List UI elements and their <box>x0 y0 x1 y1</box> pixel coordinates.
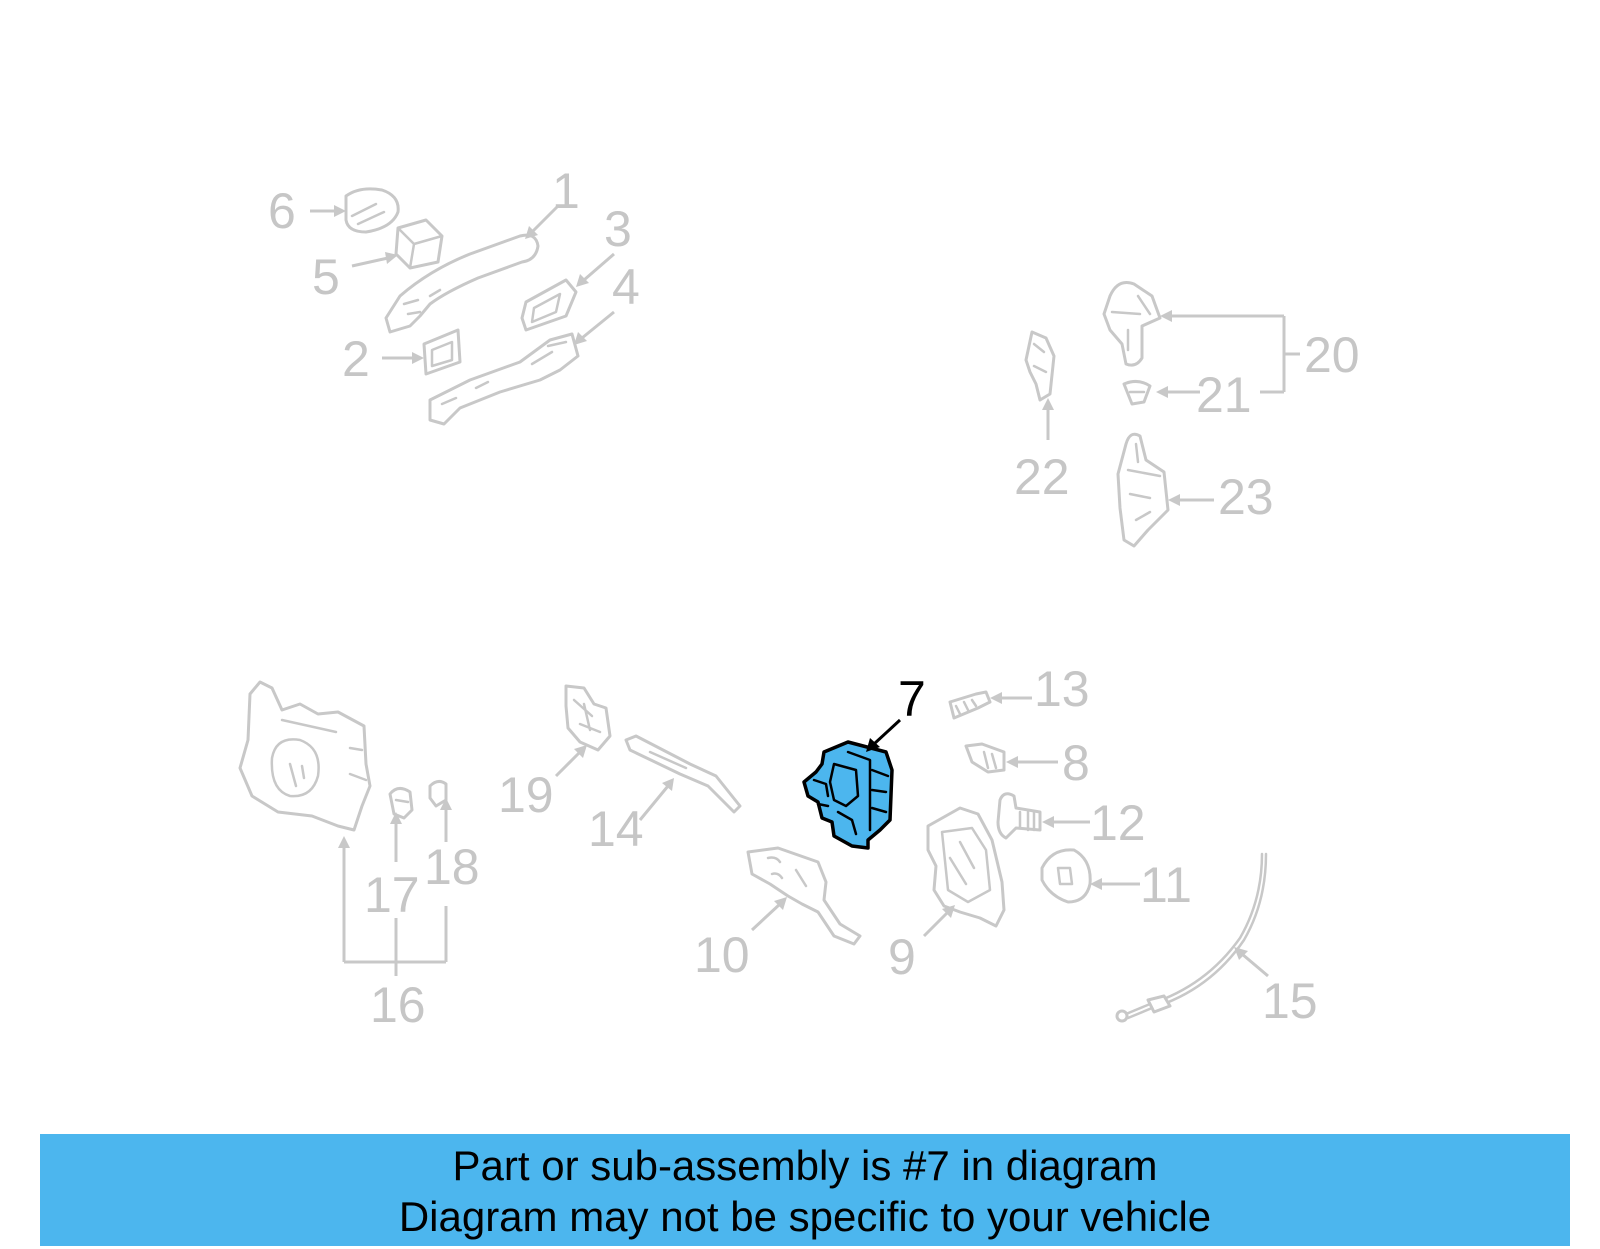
part-12[interactable] <box>996 792 1042 840</box>
callout-12[interactable]: 12 <box>1090 795 1146 851</box>
part-20[interactable] <box>1102 281 1162 367</box>
banner-line-1: Part or sub-assembly is #7 in diagram <box>452 1142 1158 1189</box>
callout-7[interactable]: 7 <box>898 671 926 727</box>
callout-17[interactable]: 17 <box>364 867 420 923</box>
callout-21[interactable]: 21 <box>1196 367 1252 423</box>
part-11[interactable] <box>1040 848 1092 904</box>
part-22[interactable] <box>1024 330 1056 402</box>
part-1[interactable] <box>384 233 540 334</box>
callout-22[interactable]: 22 <box>1014 449 1070 505</box>
callout-3[interactable]: 3 <box>604 201 632 257</box>
part-14[interactable] <box>624 734 742 814</box>
part-15[interactable] <box>1115 852 1268 1023</box>
part-13[interactable] <box>948 690 992 720</box>
callout-11[interactable]: 11 <box>1140 857 1192 913</box>
part-4[interactable] <box>428 332 580 426</box>
part-7-door-latch[interactable] <box>802 740 894 850</box>
part-2[interactable] <box>422 328 462 376</box>
callout-5[interactable]: 5 <box>312 249 340 305</box>
callout-16[interactable]: 16 <box>370 977 426 1033</box>
part-21[interactable] <box>1122 379 1152 406</box>
callout-15[interactable]: 15 <box>1262 973 1318 1029</box>
callout-18[interactable]: 18 <box>424 839 480 895</box>
part-3[interactable] <box>520 278 578 332</box>
part-6[interactable] <box>344 187 400 234</box>
part-8[interactable] <box>964 742 1006 774</box>
part-17[interactable] <box>388 787 414 820</box>
leader-lines <box>310 204 1300 978</box>
callout-4[interactable]: 4 <box>612 259 640 315</box>
callout-23[interactable]: 23 <box>1218 469 1274 525</box>
callout-labels: 1 2 3 4 5 6 7 8 9 10 11 12 13 14 15 16 1… <box>268 163 1360 1033</box>
callout-19[interactable]: 19 <box>498 767 554 823</box>
part-9[interactable] <box>926 806 1006 928</box>
banner-line-2: Diagram may not be specific to your vehi… <box>398 1193 1212 1240</box>
callout-2[interactable]: 2 <box>342 331 370 387</box>
part-23[interactable] <box>1116 432 1170 548</box>
callout-9[interactable]: 9 <box>888 929 916 985</box>
callout-6[interactable]: 6 <box>268 183 296 239</box>
callout-20[interactable]: 20 <box>1304 327 1360 383</box>
part-19[interactable] <box>564 684 612 752</box>
callout-8[interactable]: 8 <box>1062 735 1090 791</box>
info-banner: Part or sub-assembly is #7 in diagram Di… <box>40 1134 1570 1246</box>
callout-14[interactable]: 14 <box>588 801 644 857</box>
part-5[interactable] <box>394 218 444 270</box>
part-16[interactable] <box>238 680 372 832</box>
callout-1[interactable]: 1 <box>552 163 580 219</box>
callout-13[interactable]: 13 <box>1034 661 1090 717</box>
part-10[interactable] <box>746 846 862 946</box>
callout-10[interactable]: 10 <box>694 927 750 983</box>
part-18[interactable] <box>428 779 448 808</box>
